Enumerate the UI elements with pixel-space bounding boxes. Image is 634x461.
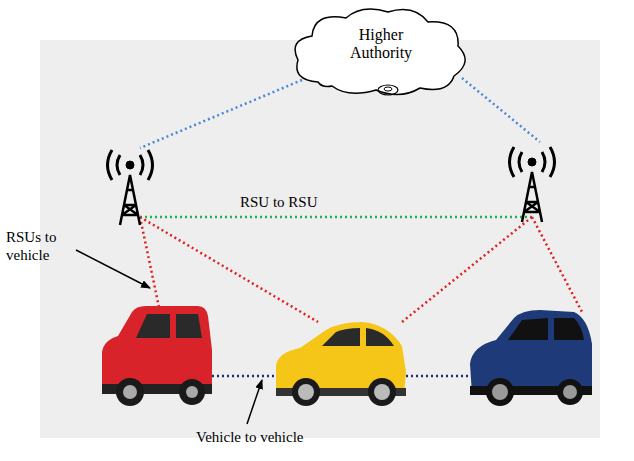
- rsu-tower: [108, 150, 153, 225]
- authority-link: [462, 78, 540, 142]
- rsu-vehicle-link: [140, 217, 160, 312]
- v2v-link: [212, 375, 276, 378]
- blue-car: [470, 310, 592, 406]
- link-label: Vehicle to vehicle: [196, 428, 303, 446]
- link-label: RSUs to vehicle: [6, 228, 72, 264]
- cloud-node: Higher Authority: [288, 4, 474, 100]
- node-title: Higher Authority: [338, 26, 424, 63]
- rsu-vehicle-link: [402, 217, 532, 322]
- authority-link: [140, 80, 302, 148]
- red-car: [102, 306, 212, 406]
- link-label: RSU to RSU: [238, 193, 320, 211]
- rsu-tower: [510, 147, 555, 222]
- rsu-vehicle-link: [532, 217, 582, 312]
- background-panel: [40, 40, 600, 438]
- leader-arrow: [247, 380, 262, 424]
- yellow-car: [276, 322, 406, 406]
- v2v-link: [406, 375, 470, 378]
- leader-arrow: [76, 250, 150, 288]
- rsu-rsu-link: [140, 216, 532, 219]
